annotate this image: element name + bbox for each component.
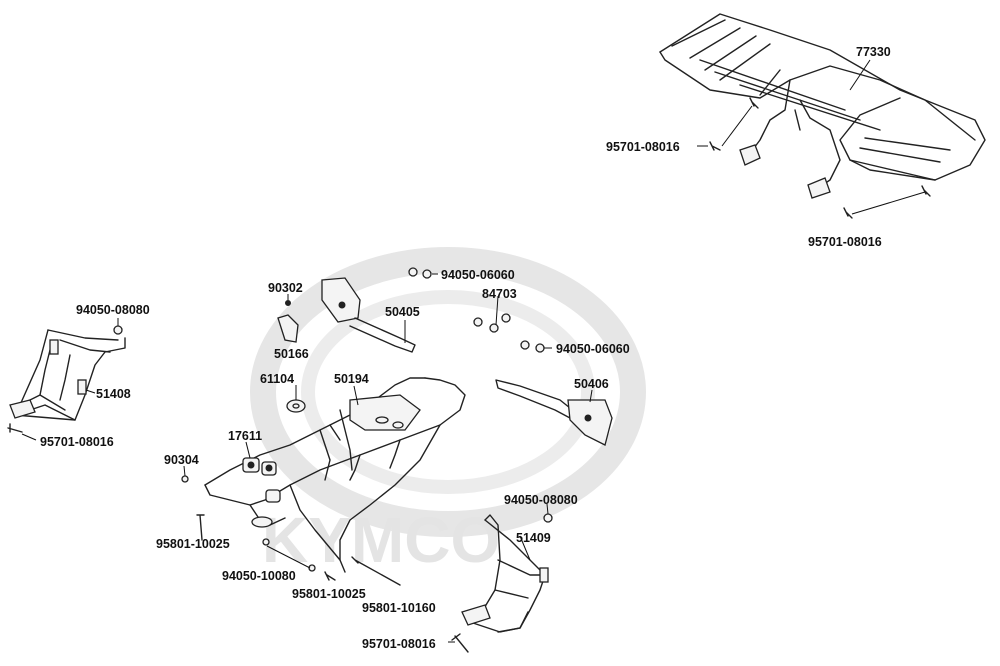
nut-90302 (285, 300, 291, 306)
nuts-84703 (473, 317, 483, 327)
bolt-95801-10025-a (196, 514, 205, 541)
leader-lines (21, 59, 926, 643)
label-94050-10080: 94050-10080 (222, 569, 296, 583)
nut-94050-06060-b (520, 340, 530, 350)
bolt-95801-10160 (351, 556, 401, 586)
label-77330: 77330 (856, 45, 891, 59)
label-95801-10025-b: 95801-10025 (292, 587, 366, 601)
label-50406: 50406 (574, 377, 609, 391)
label-17611: 17611 (228, 429, 262, 443)
right-bracket-51409 (461, 514, 549, 633)
bolt-95801-10025-b (324, 571, 336, 581)
label-94050-08080-a: 94050-08080 (76, 303, 150, 317)
bushings-17611 (242, 457, 281, 503)
nut-94050-08080-a (113, 325, 123, 335)
small-fasteners (7, 97, 931, 653)
label-95701-08016-b: 95701-08016 (808, 235, 882, 249)
nut-94050-06060-a (408, 267, 418, 277)
bolt-95701-c (7, 423, 23, 433)
label-51409: 51409 (516, 531, 551, 545)
rear-carrier-77330 (659, 13, 986, 199)
label-50194: 50194 (334, 372, 369, 386)
bolt-95701-d (451, 633, 469, 653)
nut-94050-10080 (262, 538, 270, 546)
label-94050-06060-b: 94050-06060 (556, 342, 630, 356)
right-side-bar-50406 (495, 379, 613, 446)
label-95701-08016-c: 95701-08016 (40, 435, 114, 449)
label-94050-08080-b: 94050-08080 (504, 493, 578, 507)
label-51408: 51408 (96, 387, 131, 401)
label-95801-10025-a: 95801-10025 (156, 537, 230, 551)
left-bracket-51408 (9, 329, 126, 421)
nut-90304 (181, 475, 189, 483)
label-95701-08016-d: 95701-08016 (362, 637, 436, 651)
label-95701-08016-a: 95701-08016 (606, 140, 680, 154)
label-84703: 84703 (482, 287, 517, 301)
left-side-bar-50405 (321, 277, 416, 353)
bolt-95701-b (843, 207, 853, 219)
rear-subframe-50194 (204, 377, 466, 573)
label-50166: 50166 (274, 347, 309, 361)
label-50405: 50405 (385, 305, 420, 319)
label-90304: 90304 (164, 453, 199, 467)
clip-50166 (277, 314, 299, 343)
label-95801-10160: 95801-10160 (362, 601, 436, 615)
label-61104: 61104 (260, 372, 294, 386)
bolt-95701-a (709, 141, 721, 151)
kymco-watermark: KYMCO (250, 247, 646, 576)
label-90302: 90302 (268, 281, 303, 295)
nut-94050-08080-b (543, 513, 553, 523)
label-94050-06060-a: 94050-06060 (441, 268, 515, 282)
part-labels: 77330 95701-08016 95701-08016 94050-0606… (40, 45, 891, 651)
watermark-brand: KYMCO (262, 504, 500, 576)
